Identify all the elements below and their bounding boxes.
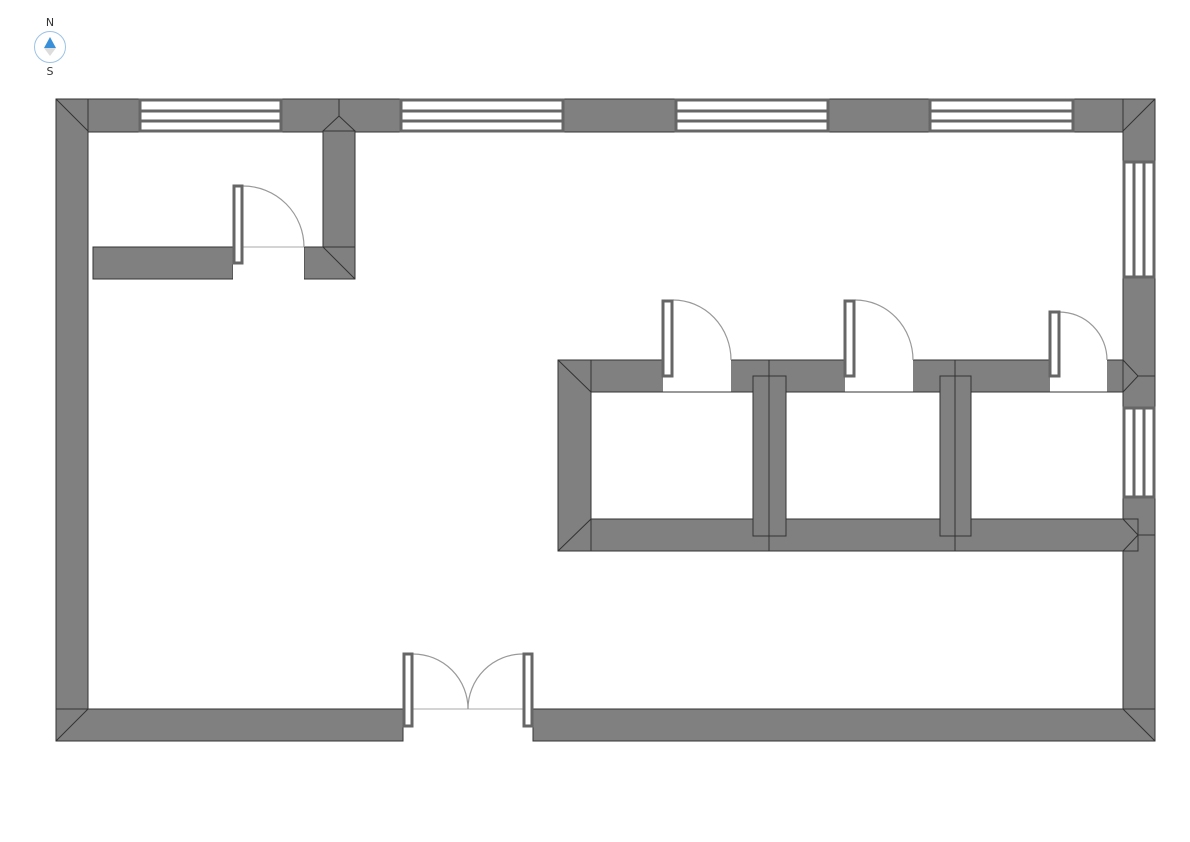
window-north-3: [674, 98, 830, 133]
door-room-1[interactable]: [661, 299, 732, 393]
room-2: [785, 391, 941, 520]
west-wall: [55, 98, 89, 742]
window-east-1: [1122, 160, 1156, 279]
rooms-south-wall: [557, 518, 1139, 552]
room-1: [590, 391, 754, 520]
south-wall-left: [55, 708, 404, 742]
rooms-north-wall: [557, 359, 1124, 393]
south-wall-right: [532, 708, 1156, 742]
room-3: [970, 391, 1124, 520]
small-room-south-wall: [92, 246, 234, 280]
door-room-2[interactable]: [843, 299, 914, 393]
small-room-south-wall-stub: [303, 246, 356, 280]
north-label: N: [45, 16, 55, 29]
door-room-3[interactable]: [1048, 310, 1108, 393]
window-north-4: [928, 98, 1075, 133]
window-north-2: [399, 98, 565, 133]
main-entrance-double-door[interactable]: [402, 652, 534, 728]
north-compass: N S: [33, 16, 67, 78]
window-north-1: [138, 98, 283, 133]
compass-icon: [34, 31, 66, 63]
window-east-2: [1122, 406, 1156, 499]
rooms-west-wall: [557, 359, 592, 552]
door-small-room[interactable]: [232, 184, 305, 280]
south-label: S: [46, 65, 54, 78]
